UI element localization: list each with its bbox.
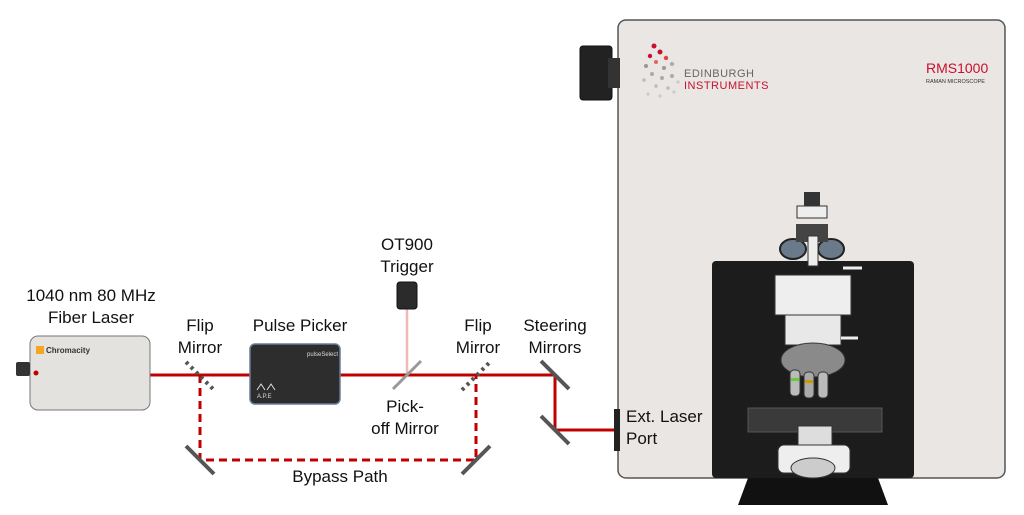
- flip-mirror-1-label-line1: Flip: [186, 316, 214, 335]
- trigger-label: OT900 Trigger: [367, 234, 447, 278]
- edinburgh-logo-icon: [642, 43, 680, 98]
- instrument-maker-line1: EDINBURGH: [684, 68, 755, 80]
- pickoff-mirror-label: Pick- off Mirror: [360, 396, 450, 440]
- ext-laser-port-icon: [614, 409, 620, 451]
- pulse-picker-body: [249, 343, 341, 405]
- flip-mirror-1-label-line2: Mirror: [177, 338, 223, 357]
- trigger-label-line1: OT900: [381, 235, 433, 254]
- pulse-picker-label-text: Pulse Picker: [252, 316, 348, 335]
- instrument-camera-block: [579, 45, 613, 101]
- pulse-picker-brand: pulseSelect: [307, 352, 338, 358]
- laser-connector-icon: [16, 362, 30, 376]
- ot900-trigger-device: [396, 281, 418, 310]
- raman-microscope-instrument: EDINBURGH INSTRUMENTS RMS1000 RAMAN MICR…: [579, 19, 1006, 505]
- microscope-icon: [747, 192, 883, 479]
- mirrors: [184, 359, 620, 476]
- laser-status-led-icon: [33, 370, 39, 376]
- instrument-model: RMS1000: [926, 60, 988, 76]
- instrument-type: RAMAN MICROSCOPE: [926, 79, 985, 85]
- fiber-laser-device: Chromacity: [16, 335, 151, 411]
- ape-logo-icon: [256, 383, 276, 391]
- flip-mirror-2-label-line1: Flip: [464, 316, 492, 335]
- bypass-path-label-text: Bypass Path: [292, 467, 388, 486]
- bypass-beam: [198, 375, 478, 462]
- ext-laser-port-label-line2: Port: [626, 429, 658, 448]
- instrument-maker-line2: INSTRUMENTS: [684, 80, 769, 92]
- microscope-base-shadow: [738, 478, 888, 505]
- steering-mirrors-label-line2: Mirrors: [528, 338, 582, 357]
- ext-laser-port-label: Ext. Laser Port: [626, 406, 716, 450]
- flip-mirror-2-label: Flip Mirror: [438, 315, 518, 359]
- pulse-picker-maker: A.P.E: [257, 394, 272, 400]
- pickoff-mirror-icon: [391, 359, 423, 391]
- trigger-label-line2: Trigger: [380, 257, 434, 276]
- steering-mirror-1-icon: [539, 359, 571, 391]
- steering-mirror-2-icon: [539, 414, 571, 446]
- laser-label-line1: 1040 nm 80 MHz: [26, 286, 156, 305]
- pickoff-mirror-label-line2: off Mirror: [371, 419, 439, 438]
- flip-mirror-1-label: Flip Mirror: [160, 315, 240, 359]
- bypass-mirror-right-icon: [460, 444, 492, 476]
- pulse-picker-label: Pulse Picker: [240, 315, 360, 337]
- steering-mirrors-label-line1: Steering: [523, 316, 587, 335]
- laser-label-line2: Fiber Laser: [48, 308, 134, 327]
- ext-laser-port-label-line1: Ext. Laser: [626, 407, 703, 426]
- chromacity-logo-icon: [36, 346, 44, 354]
- steering-mirrors-label: Steering Mirrors: [505, 315, 605, 359]
- bypass-mirror-left-icon: [184, 444, 216, 476]
- pulse-picker-device: pulseSelect A.P.E: [249, 343, 341, 405]
- bypass-path-label: Bypass Path: [280, 466, 400, 488]
- instrument-camera-mount: [608, 58, 620, 88]
- laser-label: 1040 nm 80 MHz Fiber Laser: [6, 285, 176, 329]
- laser-brand: Chromacity: [46, 346, 91, 355]
- beam-paths: [148, 309, 618, 462]
- pickoff-mirror-label-line1: Pick-: [386, 397, 424, 416]
- flip-mirror-2-label-line2: Mirror: [455, 338, 501, 357]
